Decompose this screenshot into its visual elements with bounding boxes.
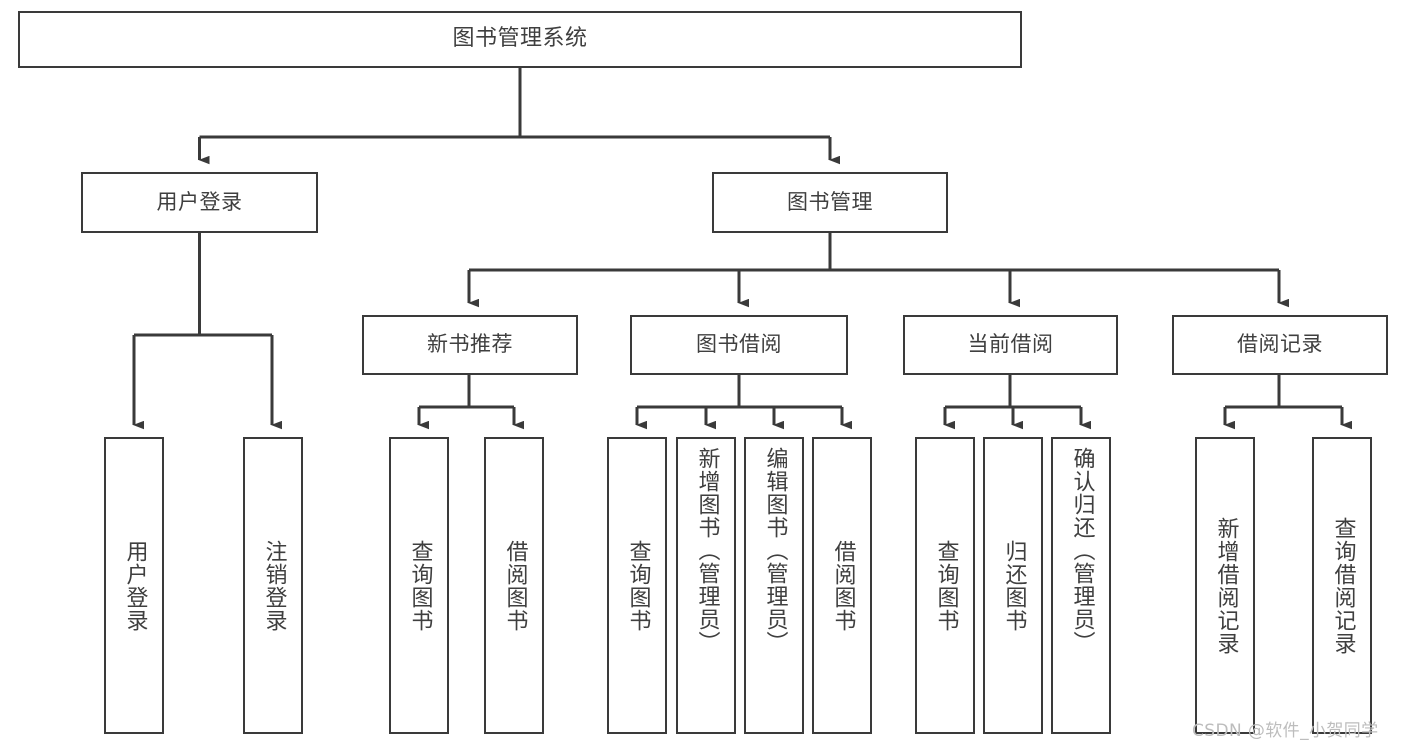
node-label: 用户登录 bbox=[156, 189, 243, 214]
node-root-label: 图书管理系统 bbox=[452, 26, 588, 52]
node-label: 用户登录 bbox=[122, 539, 148, 632]
node-leaf-confirm-return-admin[interactable]: 确认归还（管理员） bbox=[1051, 437, 1111, 734]
node-label: 新增图书（管理员） bbox=[694, 447, 720, 654]
node-level3-new-book-recommend[interactable]: 新书推荐 bbox=[362, 315, 578, 375]
node-label: 注销登录 bbox=[261, 539, 287, 632]
node-leaf-edit-book-admin[interactable]: 编辑图书（管理员） bbox=[744, 437, 804, 734]
node-label: 编辑图书（管理员） bbox=[762, 447, 788, 654]
node-leaf-user-login[interactable]: 用户登录 bbox=[104, 437, 164, 734]
node-label: 图书借阅 bbox=[696, 332, 782, 357]
node-level3-book-borrow[interactable]: 图书借阅 bbox=[630, 315, 848, 375]
node-label: 借阅图书 bbox=[830, 539, 856, 632]
node-label: 图书管理 bbox=[787, 189, 873, 214]
node-root[interactable]: 图书管理系统 bbox=[18, 11, 1022, 68]
node-leaf-query-book-recommend[interactable]: 查询图书 bbox=[389, 437, 449, 734]
node-label: 查询图书 bbox=[933, 539, 959, 632]
node-leaf-borrow-book-recommend[interactable]: 借阅图书 bbox=[484, 437, 544, 734]
node-label: 确认归还（管理员） bbox=[1069, 447, 1095, 654]
node-leaf-query-book-borrow[interactable]: 查询图书 bbox=[607, 437, 667, 734]
csdn-watermark: CSDN @软件_小贺同学 bbox=[1192, 721, 1379, 741]
node-label: 当前借阅 bbox=[967, 332, 1054, 357]
node-label: 查询图书 bbox=[625, 539, 651, 632]
node-leaf-query-book-current[interactable]: 查询图书 bbox=[915, 437, 975, 734]
node-leaf-logout[interactable]: 注销登录 bbox=[243, 437, 303, 734]
node-leaf-add-borrow-record[interactable]: 新增借阅记录 bbox=[1195, 437, 1255, 734]
node-label: 查询借阅记录 bbox=[1330, 516, 1356, 655]
node-leaf-borrow-book[interactable]: 借阅图书 bbox=[812, 437, 872, 734]
node-level3-borrow-record[interactable]: 借阅记录 bbox=[1172, 315, 1388, 375]
node-label: 查询图书 bbox=[407, 539, 433, 632]
node-label: 借阅图书 bbox=[502, 539, 528, 632]
node-label: 归还图书 bbox=[1001, 539, 1027, 632]
node-label: 借阅记录 bbox=[1237, 332, 1323, 357]
node-label: 新书推荐 bbox=[427, 332, 513, 357]
node-level2-user-login[interactable]: 用户登录 bbox=[81, 172, 318, 233]
node-level2-book-management[interactable]: 图书管理 bbox=[712, 172, 948, 233]
node-leaf-add-book-admin[interactable]: 新增图书（管理员） bbox=[676, 437, 736, 734]
node-leaf-query-borrow-record[interactable]: 查询借阅记录 bbox=[1312, 437, 1372, 734]
node-level3-current-borrow[interactable]: 当前借阅 bbox=[903, 315, 1118, 375]
node-leaf-return-book[interactable]: 归还图书 bbox=[983, 437, 1043, 734]
node-label: 新增借阅记录 bbox=[1213, 516, 1239, 655]
